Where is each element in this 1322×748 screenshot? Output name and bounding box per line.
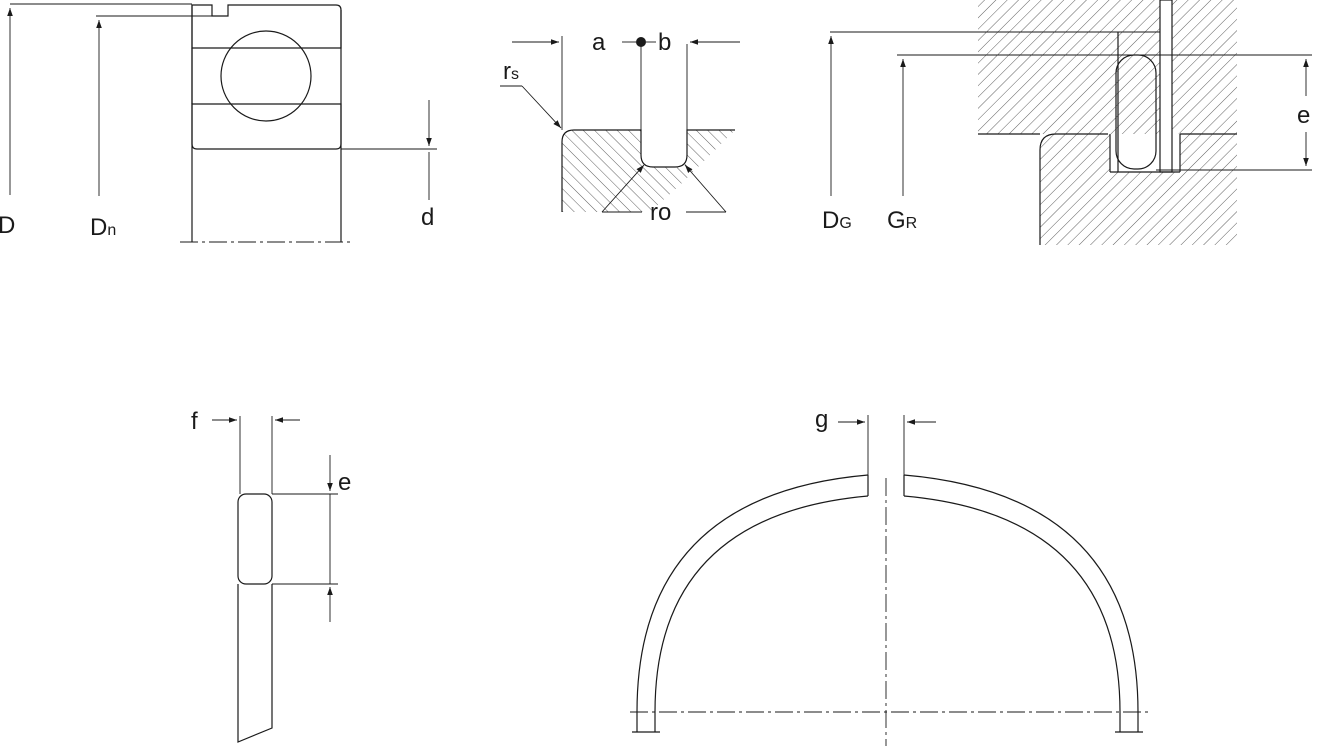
groove-profile xyxy=(561,129,735,212)
ring-outer-arc-right xyxy=(903,474,1139,713)
label-g: g xyxy=(815,406,828,433)
label-b: b xyxy=(658,29,671,56)
label-rs: rs xyxy=(503,58,519,85)
ring-side-body xyxy=(237,584,273,743)
label-e-top: e xyxy=(1297,102,1310,129)
label-d: d xyxy=(421,204,434,231)
dim-ro-right-arrow xyxy=(684,164,727,213)
label-e-bottom: e xyxy=(338,469,351,496)
ring-side-view: f e xyxy=(191,408,351,743)
label-GR: GR xyxy=(887,207,917,234)
label-DG: DG xyxy=(822,207,852,234)
reference-point xyxy=(636,37,646,47)
inner-ring xyxy=(191,103,342,150)
ring-inner-arc-right xyxy=(903,495,1121,713)
housing-assembly-view: DG GR e xyxy=(822,0,1312,245)
ring-inner-arc-left xyxy=(654,495,869,713)
ball xyxy=(220,30,312,122)
dim-ro-left-arrow xyxy=(601,164,645,213)
dim-rs-arrow xyxy=(521,85,562,129)
bearing-section-view: D Dn d xyxy=(0,3,437,243)
label-Dn: Dn xyxy=(90,214,116,241)
seal-plate xyxy=(1159,0,1173,173)
outer-ring xyxy=(191,4,342,49)
label-a: a xyxy=(592,29,606,56)
groove-detail-view: a b rs ro xyxy=(500,29,740,226)
label-ro: ro xyxy=(650,199,671,226)
ring-cross-section xyxy=(237,493,273,585)
label-f: f xyxy=(191,408,198,435)
ring-front-view: g xyxy=(630,406,1148,746)
label-D: D xyxy=(0,212,15,239)
ring-outer-arc-left xyxy=(636,474,869,713)
